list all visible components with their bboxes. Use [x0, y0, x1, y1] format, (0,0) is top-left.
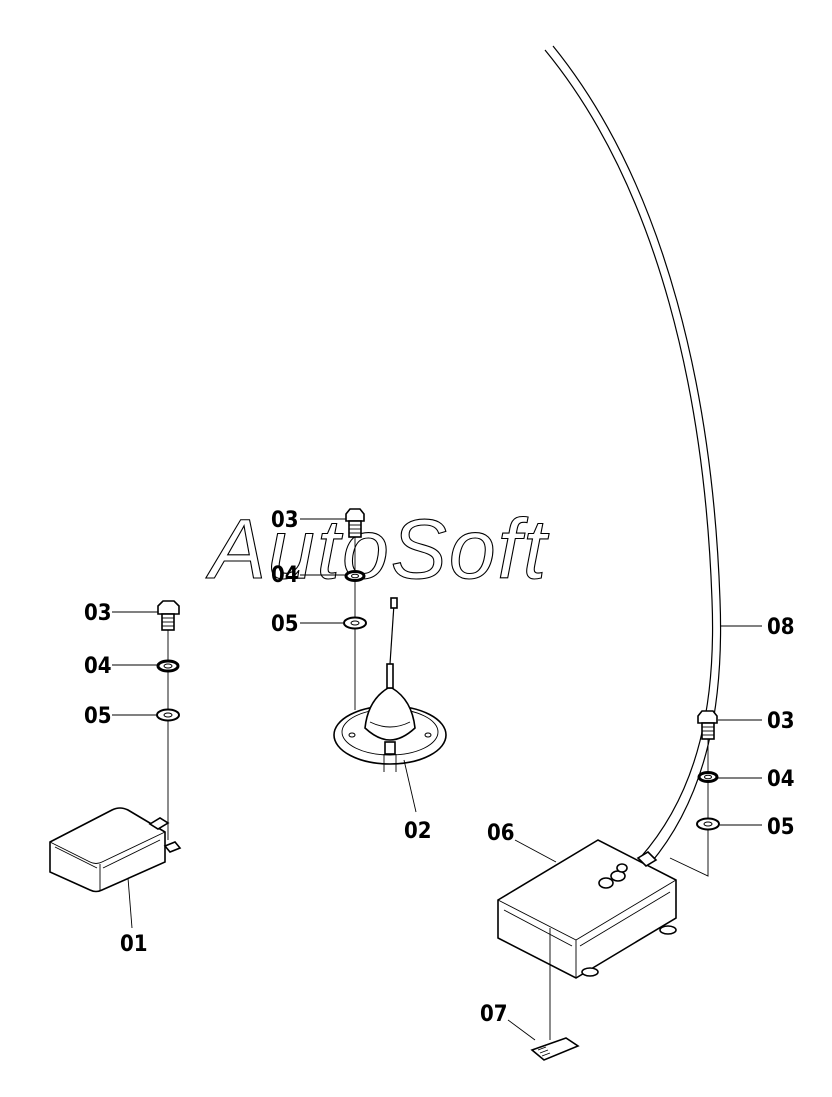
callout-03-right: 03: [767, 709, 795, 734]
washer-05-left: [156, 708, 180, 722]
left-fastener-group: [49, 600, 182, 893]
nut-04-left: [156, 659, 180, 673]
callout-04-center: 04: [271, 563, 299, 588]
bolt-03-center: [345, 508, 365, 538]
callout-08: 08: [767, 615, 795, 640]
right-fastener-group: [669, 710, 720, 877]
memory-card-07: [530, 928, 580, 1061]
callout-01: 01: [120, 932, 148, 957]
callout-05-right: 05: [767, 815, 795, 840]
washer-05-center: [343, 616, 367, 630]
center-callouts: 03 04 05 02: [271, 508, 432, 844]
module-01: [49, 807, 182, 893]
bolt-03-left: [157, 600, 180, 631]
callout-04-left: 04: [84, 654, 112, 679]
bolt-03-right: [697, 710, 718, 740]
antenna-group: [333, 508, 447, 772]
callout-04-right: 04: [767, 767, 795, 792]
cable-08: [544, 45, 722, 865]
callout-03-left: 03: [84, 601, 112, 626]
callout-03-center: 03: [271, 508, 299, 533]
nut-04-center: [344, 570, 366, 582]
callout-05-left: 05: [84, 704, 112, 729]
nut-04-right: [697, 771, 719, 783]
callout-07: 07: [480, 1002, 508, 1027]
watermark-text: AutoSoft: [205, 502, 550, 596]
control-box-06: [497, 839, 677, 979]
right-callouts: 08 03 04 05 06 07: [480, 615, 795, 1041]
antenna-02: [333, 597, 447, 772]
left-callouts: 03 04 05 01: [84, 601, 158, 957]
washer-05-right: [696, 817, 720, 831]
callout-06: 06: [487, 821, 515, 846]
callout-02: 02: [404, 819, 432, 844]
callout-05-center: 05: [271, 612, 299, 637]
